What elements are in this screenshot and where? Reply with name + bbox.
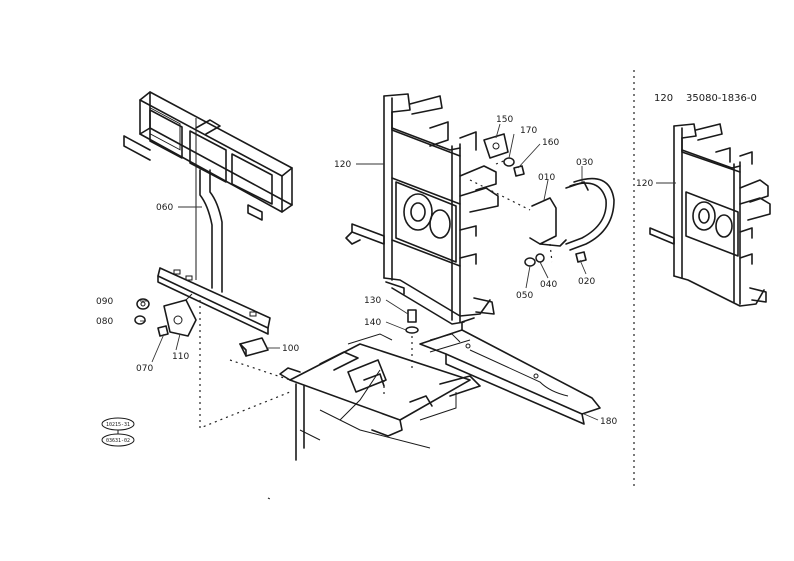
callout-140: 140 (364, 318, 381, 328)
part-reference-header: 120 35080-1836-0 (654, 93, 757, 104)
part-100-block (239, 337, 269, 357)
header-part-number: 35080-1836-0 (686, 93, 757, 104)
callout-040: 040 (540, 280, 557, 290)
part-010-bracket (529, 197, 567, 247)
callout-030: 030 (576, 158, 593, 168)
part-150-plate (483, 133, 509, 159)
part-020-bolt (575, 251, 587, 263)
part-180-cover (419, 317, 601, 425)
callout-010: 010 (538, 173, 555, 183)
callout-labels: 060 090 080 070 110 100 120 130 140 150 … (96, 115, 653, 427)
part-130-bolt (407, 309, 417, 323)
callout-120: 120 (334, 160, 351, 170)
part-110-bracket (163, 293, 197, 337)
callout-130: 130 (364, 296, 381, 306)
callout-180: 180 (600, 417, 617, 427)
callout-170: 170 (520, 126, 537, 136)
callout-050: 050 (516, 291, 533, 301)
part-030-band (565, 177, 615, 251)
stamp-bubbles: 10215-31 03631-02 (101, 417, 135, 447)
lower-chassis (279, 333, 481, 461)
callout-110: 110 (172, 352, 189, 362)
part-120-support-frame (345, 93, 499, 325)
part-080-washer (134, 315, 146, 325)
stamp-text-2: 03631-02 (106, 438, 130, 444)
header-part-ref: 120 (654, 93, 673, 104)
callout-020: 020 (578, 277, 595, 287)
leader-lines (140, 123, 676, 421)
part-060-frame (123, 91, 293, 335)
stamp-text-1: 10215-31 (106, 422, 130, 428)
part-090-nut (136, 298, 150, 310)
part-120-detail (649, 123, 771, 307)
callout-150: 150 (496, 115, 513, 125)
part-040-nut (535, 253, 545, 263)
reference-lines (199, 70, 635, 501)
callout-080: 080 (96, 317, 113, 327)
part-140-washer (405, 326, 419, 334)
callout-120-detail: 120 (636, 179, 653, 189)
callout-060: 060 (156, 203, 173, 213)
part-070-bolt (157, 325, 169, 337)
part-050-washer (524, 257, 536, 267)
part-170-washer (503, 157, 515, 167)
callout-090: 090 (96, 297, 113, 307)
callout-070: 070 (136, 364, 153, 374)
callout-160: 160 (542, 138, 559, 148)
stamp-oval-2 (101, 433, 135, 447)
callout-100: 100 (282, 344, 299, 354)
